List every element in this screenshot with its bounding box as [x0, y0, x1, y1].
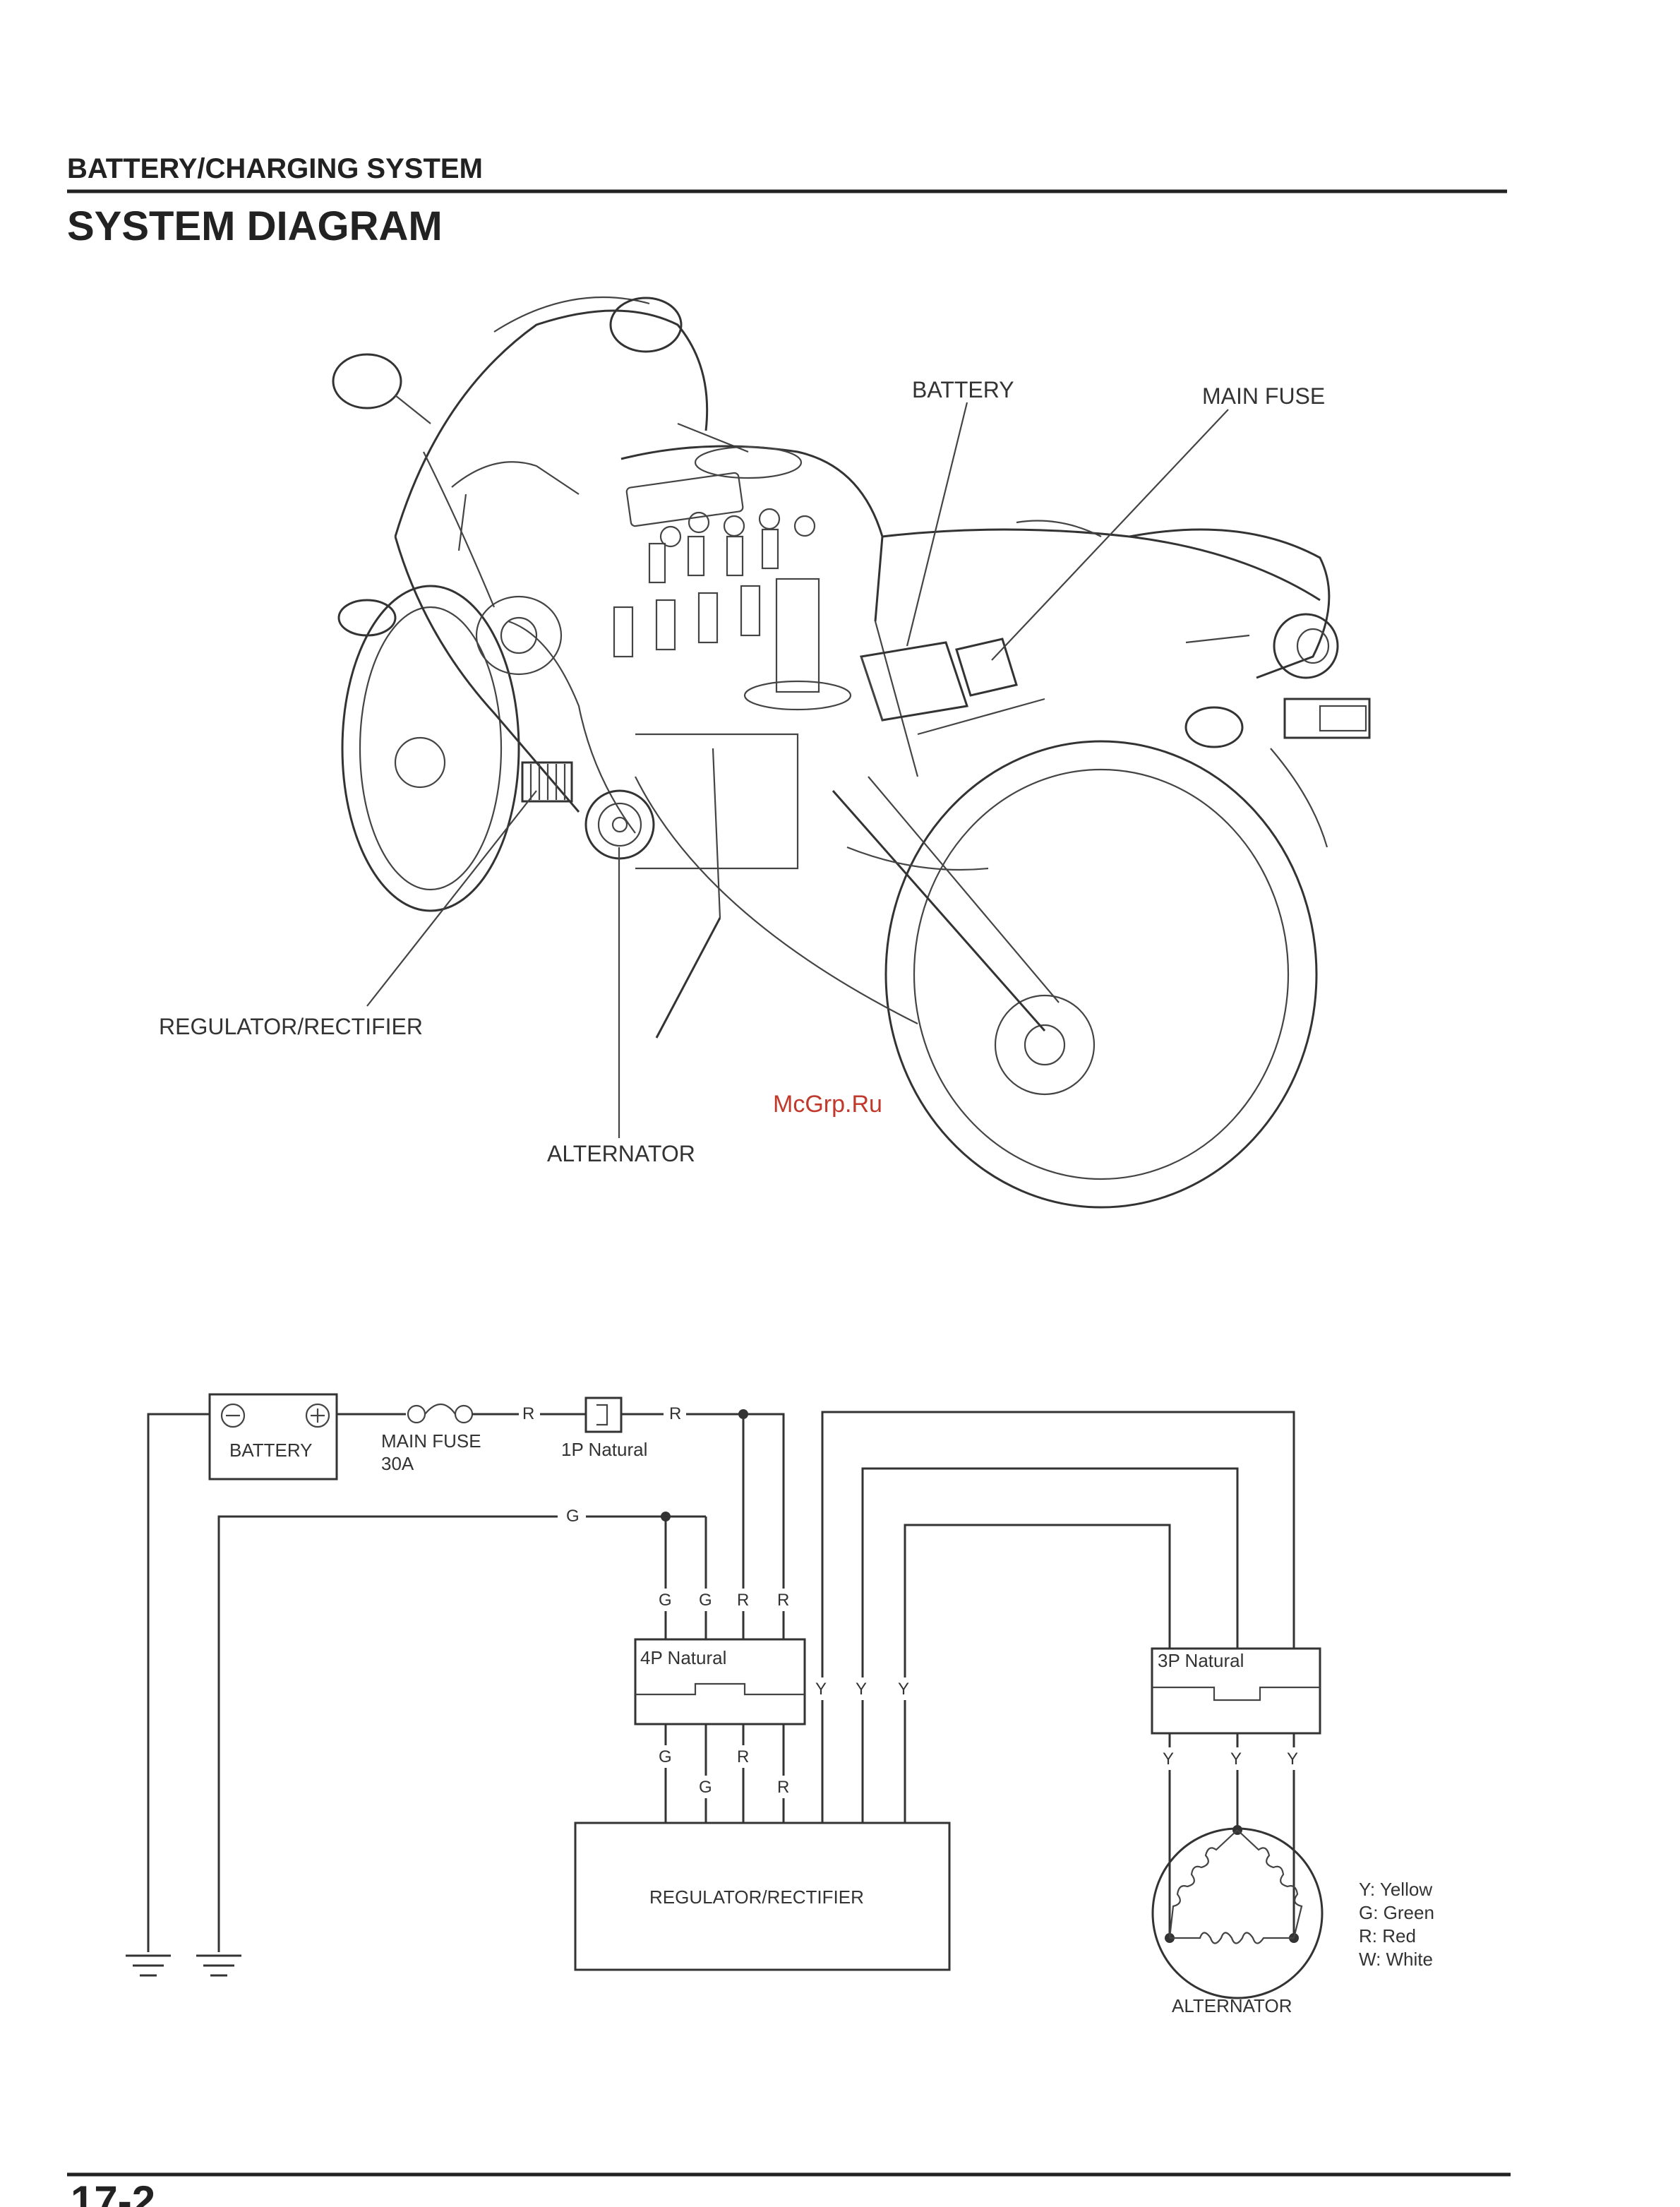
callout-alternator: ALTERNATOR: [547, 1141, 695, 1166]
wiring-schematic: BATTERY R MAIN FUSE 30A 1P Natural R G: [126, 1394, 1434, 2016]
battery-box: [210, 1394, 337, 1479]
wire-label-4p-bot-3: R: [737, 1747, 749, 1766]
alternator-symbol: [1153, 1829, 1322, 1998]
motorcycle-illustration: [333, 297, 1369, 1207]
wire-label-r-2: R: [669, 1404, 681, 1423]
connector-3p-label: 3P Natural: [1158, 1650, 1244, 1671]
wire-label-4p-bot-4: R: [777, 1778, 789, 1797]
connector-1p-label: 1P Natural: [561, 1439, 647, 1460]
battery-label: BATTERY: [229, 1440, 313, 1461]
callout-main-fuse: MAIN FUSE: [1202, 383, 1325, 409]
main-fuse-rating: 30A: [381, 1453, 414, 1474]
wire-label-g-main: G: [566, 1507, 580, 1526]
wire-label-4p-top-4: R: [777, 1591, 789, 1610]
main-fuse-label: MAIN FUSE: [381, 1430, 481, 1452]
callout-regulator-rectifier: REGULATOR/RECTIFIER: [159, 1014, 423, 1039]
wire-label-4p-top-2: G: [699, 1591, 712, 1610]
wire-label-y-2: Y: [856, 1680, 867, 1699]
wire-label-4p-bot-1: G: [659, 1747, 672, 1766]
wire-label-3p-3: Y: [1287, 1750, 1298, 1769]
callout-battery: BATTERY: [912, 377, 1014, 402]
connector-1p: [586, 1398, 621, 1432]
regulator-leader-line: [367, 791, 536, 1006]
legend-yellow: Y: Yellow: [1359, 1879, 1432, 1900]
wire-label-4p-top-1: G: [659, 1591, 672, 1610]
main-fuse-symbol: [408, 1406, 425, 1423]
page-number: 17-2: [71, 2177, 155, 2207]
regulator-rectifier-label: REGULATOR/RECTIFIER: [649, 1886, 864, 1908]
wire-label-r-1: R: [522, 1404, 534, 1423]
legend-red: R: Red: [1359, 1925, 1416, 1946]
wire-label-4p-bot-2: G: [699, 1778, 712, 1797]
wire-color-legend: Y: Yellow G: Green R: Red W: White: [1359, 1879, 1434, 1970]
wire-label-y-3: Y: [898, 1680, 909, 1699]
wire-label-4p-top-3: R: [737, 1591, 749, 1610]
main-fuse-leader-line: [992, 409, 1228, 660]
wire-label-3p-2: Y: [1230, 1750, 1242, 1769]
legend-white: W: White: [1359, 1949, 1433, 1970]
section-heading: BATTERY/CHARGING SYSTEM: [67, 153, 483, 184]
watermark: McGrp.Ru: [773, 1091, 882, 1118]
wire-label-3p-1: Y: [1163, 1750, 1174, 1769]
legend-green: G: Green: [1359, 1902, 1434, 1923]
wire-label-y-1: Y: [815, 1680, 827, 1699]
connector-4p-label: 4P Natural: [640, 1647, 726, 1668]
battery-leader-line: [907, 402, 967, 646]
page-title: SYSTEM DIAGRAM: [67, 203, 443, 249]
alternator-label: ALTERNATOR: [1172, 1995, 1292, 2016]
